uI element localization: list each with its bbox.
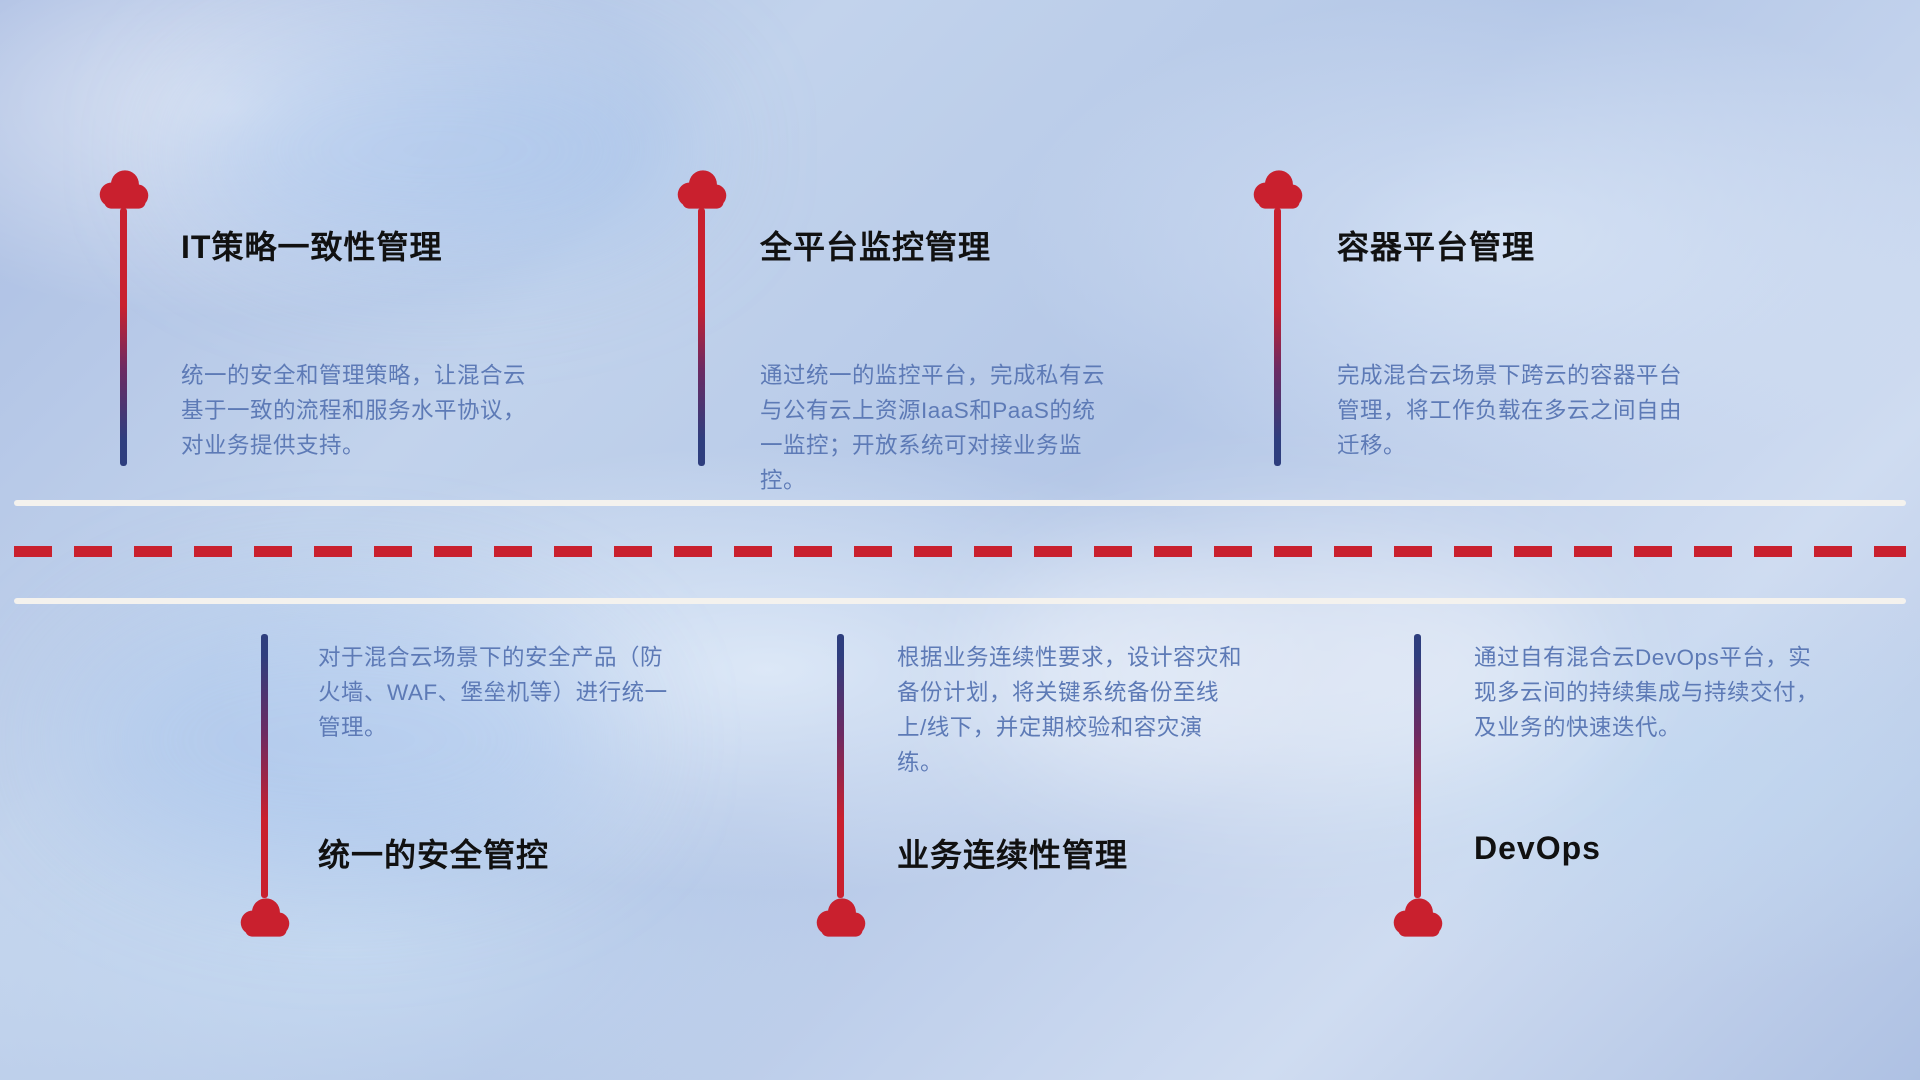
connector-line	[120, 208, 127, 466]
axis-solid-line-top	[14, 500, 1906, 506]
item-title: 业务连续性管理	[897, 837, 1129, 873]
connector-line	[837, 634, 844, 898]
item-title: IT策略一致性管理	[181, 229, 443, 265]
cloud-icon	[1390, 896, 1446, 938]
item-description: 完成混合云场景下跨云的容器平台管理，将工作负载在多云之间自由迁移。	[1337, 363, 1683, 458]
item-description: 对于混合云场景下的安全产品（防火墙、WAF、堡垒机等）进行统一管理。	[318, 645, 668, 740]
item-description: 通过自有混合云DevOps平台，实现多云间的持续集成与持续交付，及业务的快速迭代…	[1474, 645, 1820, 740]
connector-line	[261, 634, 268, 898]
connector-line	[1414, 634, 1421, 898]
item-title: 统一的安全管控	[318, 837, 550, 873]
item-title: 容器平台管理	[1337, 229, 1536, 265]
item-description: 根据业务连续性要求，设计容灾和备份计划，将关键系统备份至线上/线下，并定期校验和…	[897, 645, 1243, 775]
item-title: DevOps	[1474, 830, 1601, 866]
connector-line	[1274, 208, 1281, 466]
connector-line	[698, 208, 705, 466]
axis-dashed-red-line	[14, 546, 1906, 557]
cloud-icon	[96, 168, 152, 210]
item-title: 全平台监控管理	[760, 229, 992, 265]
item-description: 通过统一的监控平台，完成私有云与公有云上资源IaaS和PaaS的统一监控；开放系…	[760, 363, 1106, 493]
item-description: 统一的安全和管理策略，让混合云基于一致的流程和服务水平协议，对业务提供支持。	[181, 363, 527, 458]
cloud-icon	[1250, 168, 1306, 210]
axis-solid-line-bottom	[14, 598, 1906, 604]
cloud-icon	[813, 896, 869, 938]
cloud-icon	[237, 896, 293, 938]
cloud-icon	[674, 168, 730, 210]
